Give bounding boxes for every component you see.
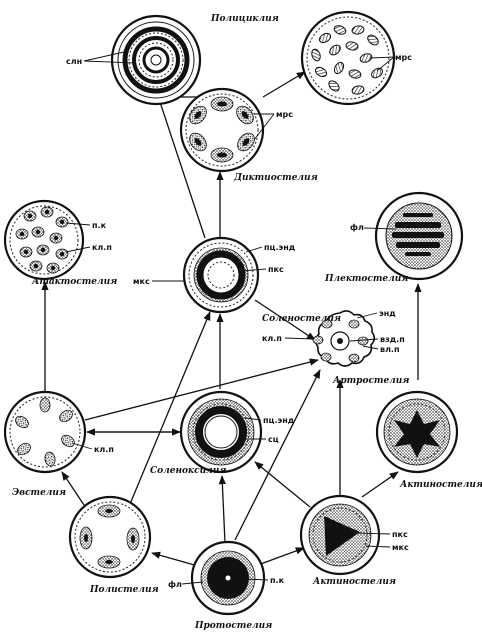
label-mrs-mid: мрс xyxy=(276,110,293,119)
title-solenoxylia: Соленоксилия xyxy=(150,466,226,476)
label-klp-atacto: кл.п xyxy=(92,243,112,252)
title-arthrostelia: Артростелия xyxy=(332,376,409,386)
evolution-arrows xyxy=(41,71,422,567)
arrow-actino-to-solenox xyxy=(254,461,311,508)
dictyostelia-cross-section xyxy=(179,87,265,173)
arrow-poly-to-centre xyxy=(129,311,211,505)
label-sln: слн xyxy=(66,57,82,66)
title-actinostelia-bottom: Актиностелия xyxy=(312,577,396,587)
polycyclia-cross-section xyxy=(110,14,202,106)
label-pcend-solenox: пц.энд xyxy=(263,416,295,425)
label-fl-plecto: фл xyxy=(350,223,364,232)
title-solenostelia: Соленостелия xyxy=(262,314,341,324)
arrow-actino-to-actino-right xyxy=(361,471,399,498)
actinostelia-bottom-cross-section xyxy=(299,494,381,576)
title-polycyclia: Полициклия xyxy=(210,14,279,24)
label-pk-atacto: п.к xyxy=(92,221,107,230)
eustelia-cross-section xyxy=(3,390,87,474)
arrow-centre-to-soleno xyxy=(254,299,316,341)
title-polystelia: Полистелия xyxy=(89,585,159,595)
title-protostelia: Протостелия xyxy=(194,621,272,631)
label-pcend-center: пц.энд xyxy=(264,243,296,252)
title-eustelia: Эвстелия xyxy=(12,488,66,498)
label-sc-solenox: сц xyxy=(268,435,279,444)
label-pks-center: пкс xyxy=(268,265,284,274)
central-siphonostele-cross-section xyxy=(182,236,260,314)
protostelia-cross-section xyxy=(190,540,266,616)
arrow-poly-to-eustele xyxy=(61,471,85,506)
actinostelia-right-cross-section xyxy=(375,390,459,474)
arrow-proto-to-soleno xyxy=(234,369,321,541)
arrow-eustele-to-soleno xyxy=(84,358,319,421)
plectostelia-cross-section xyxy=(374,191,464,281)
label-mks-actino: мкс xyxy=(392,543,409,552)
solenostelia-cross-section xyxy=(312,310,376,367)
label-end-sol: энд xyxy=(379,309,396,318)
arrow-proto-to-actino xyxy=(257,547,305,566)
label-pk-proto: п.к xyxy=(270,576,285,585)
label-fl-proto: фл xyxy=(168,580,182,589)
arrow-centre-to-polycyclia xyxy=(157,95,206,239)
arrow-dictyo-to-polycyclia-top xyxy=(262,71,306,98)
arrow-proto-to-solenox xyxy=(218,475,227,544)
dictyostele-advanced-cross-section xyxy=(300,10,396,106)
polystelia-cross-section xyxy=(68,495,152,579)
solenoxylia-cross-section xyxy=(179,390,263,474)
label-pks-actino: пкс xyxy=(392,530,408,539)
label-klp-sol: кл.п xyxy=(262,334,282,343)
label-mks-center: мкс xyxy=(133,277,150,286)
label-klp-eu: кл.п xyxy=(94,445,114,454)
arrow-proto-to-poly xyxy=(151,551,199,567)
title-atactostelia: Атактостелия xyxy=(31,277,117,287)
title-dictyostelia: Диктиостелия xyxy=(233,173,318,183)
label-vzdp-sol: взд.п xyxy=(380,335,405,344)
title-actinostelia-right: Актиностелия xyxy=(399,480,482,490)
atactostelia-cross-section xyxy=(3,199,85,281)
label-mrs-top: мрс xyxy=(395,53,412,62)
label-vlp-sol: вл.п xyxy=(380,345,400,354)
title-plectostelia: Плектостелия xyxy=(324,274,408,284)
